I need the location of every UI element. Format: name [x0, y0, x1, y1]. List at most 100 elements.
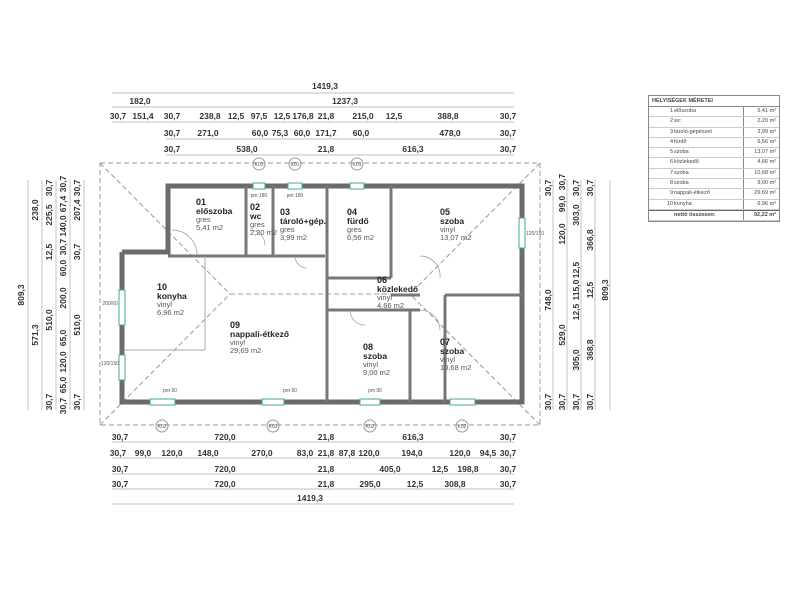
room-floor: vinyl — [363, 360, 378, 369]
dimension-label: 12,5 — [585, 281, 595, 298]
dimension-label: 238,0 — [30, 199, 40, 221]
window-tag-circle — [266, 419, 280, 433]
dimension-label: 176,8 — [292, 111, 314, 121]
dimension-label: 30,7 — [112, 464, 129, 474]
dimension-label: 30,7 — [112, 432, 129, 442]
dimension-label: 478,0 — [439, 128, 461, 138]
room-area: 29,69 m2 — [230, 346, 261, 355]
dimension-label: 60,0 — [294, 128, 311, 138]
dimension-label: 94,5 — [480, 448, 497, 458]
dimension-label: 1419,3 — [297, 493, 323, 503]
dimension-label: 30,7 — [500, 111, 517, 121]
room-num: 10 — [157, 282, 167, 292]
dimension-label: 30,7 — [164, 128, 181, 138]
dimension-label: 12,5 — [44, 243, 54, 260]
dimension-label: 97,5 — [251, 111, 268, 121]
dimension-label: 99,0 — [135, 448, 152, 458]
room-number: 7 — [669, 169, 673, 176]
dimension-label: 30,7 — [500, 479, 517, 489]
dimension-label: 529,0 — [557, 324, 567, 346]
dimension-label: 270,0 — [251, 448, 273, 458]
opening-tag: 200/60 — [102, 301, 118, 307]
dimension-label: 510,0 — [44, 309, 54, 331]
room-name: szoba — [363, 351, 387, 361]
room-area: 29,69 m² — [754, 190, 776, 197]
room-floor: gres — [280, 225, 295, 234]
dimension-label: 99,0 — [557, 195, 567, 212]
room-number: 4 — [669, 138, 673, 145]
room-number: 3 — [669, 128, 673, 135]
opening-tag: pm 180 — [251, 193, 268, 199]
room-name: előszoba — [674, 107, 744, 117]
walls — [119, 183, 525, 405]
room-num: 06 — [377, 275, 387, 285]
dimension-label: 30,7 — [164, 144, 181, 154]
dimension-label: 271,0 — [197, 128, 219, 138]
room-area: 13,07 m2 — [440, 233, 471, 242]
dimension-label: 720,0 — [214, 479, 236, 489]
opening-tag: K03 — [269, 424, 278, 430]
room-num: 01 — [196, 197, 206, 207]
room-floor: gres — [347, 225, 362, 234]
room-num: 04 — [347, 207, 357, 217]
dimension-label: 215,0 — [352, 111, 374, 121]
dimension-label: 238,8 — [199, 111, 221, 121]
room-area: 2,20 m2 — [250, 228, 277, 237]
dimension-label: 616,3 — [402, 144, 424, 154]
dimension-label: 171,7 — [315, 128, 337, 138]
dimension-label: 30,7 — [72, 393, 82, 410]
roof-outline — [99, 162, 541, 426]
dimension-label: 30,7 — [72, 179, 82, 196]
room-area: 4,66 m² — [757, 159, 776, 166]
room-area: 4,66 m2 — [377, 301, 404, 310]
room-area: 6,56 m2 — [347, 233, 374, 242]
dimension-label: 305,0 — [571, 349, 581, 371]
dimension-label: 30,7 — [164, 111, 181, 121]
dimension-label: 366,8 — [585, 229, 595, 251]
room-area: 13,07 m² — [754, 149, 776, 156]
dimension-label: 21,8 — [318, 448, 335, 458]
dimension-label: 30,7 — [500, 464, 517, 474]
dimension-label: 151,4 — [132, 111, 154, 121]
dimension-label: 120,0 — [161, 448, 183, 458]
room-number: 9 — [669, 190, 673, 197]
dimension-label: 1419,3 — [312, 81, 338, 91]
room-floor: gres — [196, 215, 211, 224]
opening-tag: pm 90 — [163, 388, 177, 394]
dimension-lines — [27, 92, 611, 505]
dimension-label: 12,5 — [571, 303, 581, 320]
dimension-label: 30,7 — [500, 128, 517, 138]
dimension-label: 60,0 — [252, 128, 269, 138]
dimension-label: 120,0 — [449, 448, 471, 458]
opening-tag: K01 — [291, 162, 300, 168]
dimension-label: 148,0 — [197, 448, 219, 458]
opening-tag: pm 90 — [368, 388, 382, 394]
opening-tag: 120/150 — [101, 361, 119, 367]
dimension-label: 65,0 — [58, 329, 68, 346]
room-number: 8 — [669, 180, 673, 187]
dimension-label: 21,8 — [318, 111, 335, 121]
room-name: szoba — [440, 346, 464, 356]
opening-tag: pm 90 — [283, 388, 297, 394]
dimension-label: 225,5 — [44, 204, 54, 226]
room-area: 6,96 m² — [757, 200, 776, 207]
dimension-label: 120,0 — [58, 351, 68, 373]
room-area: 10,68 m2 — [440, 363, 471, 372]
room-number: 5 — [669, 149, 673, 156]
room-name: konyha — [674, 199, 744, 209]
dimension-label: 30,7 — [72, 243, 82, 260]
room-area: 10,68 m² — [754, 169, 776, 176]
dimension-label: 30,7 — [110, 448, 127, 458]
dimension-label: 720,0 — [214, 464, 236, 474]
room-name: nappali-étkező — [674, 189, 744, 199]
room-floor: vinyl — [377, 293, 392, 302]
dimension-label: 30,7 — [557, 173, 567, 190]
